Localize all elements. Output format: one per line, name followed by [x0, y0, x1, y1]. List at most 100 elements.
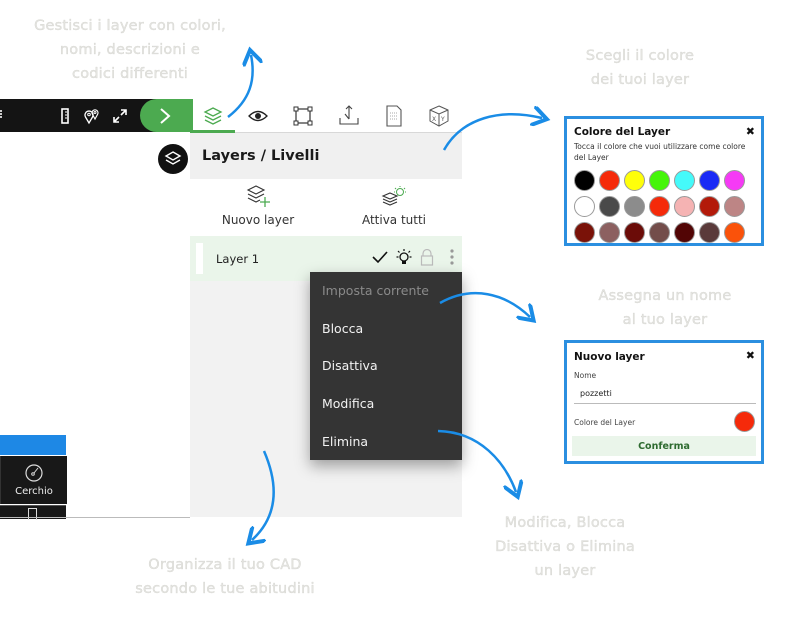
caption-line: Organizza il tuo CAD [148, 557, 302, 573]
color-swatch[interactable] [649, 170, 670, 191]
svg-text:Y: Y [440, 116, 445, 123]
color-dialog-title: Colore del Layer [574, 126, 671, 138]
caption-edit-layer: Modifica, Blocca Disattiva o Elimina un … [480, 511, 650, 583]
color-swatch[interactable] [624, 222, 645, 243]
add-layer-icon [246, 185, 270, 207]
layer-color-dialog: Colore del Layer ✖ Tocca il colore che v… [564, 116, 764, 246]
color-swatch[interactable] [599, 222, 620, 243]
color-swatch[interactable] [699, 196, 720, 217]
door-icon [28, 508, 37, 520]
tab-document[interactable] [371, 99, 416, 132]
color-swatch[interactable] [674, 196, 695, 217]
caption-line: Disattiva o Elimina [495, 539, 635, 555]
layer-color-indicator[interactable] [196, 243, 203, 274]
chevron-right-icon [160, 107, 171, 124]
layer-name: Layer 1 [216, 251, 260, 266]
layer-context-menu: Imposta corrente Blocca Disattiva Modifi… [310, 272, 462, 460]
color-swatch[interactable] [574, 222, 595, 243]
close-icon[interactable]: ✖ [745, 125, 755, 138]
selected-tool-strip[interactable] [0, 435, 66, 455]
color-swatch[interactable] [649, 222, 670, 243]
color-swatch[interactable] [699, 222, 720, 243]
confirm-button[interactable]: Conferma [572, 436, 756, 456]
tool-circle-button[interactable]: Cerchio [0, 456, 67, 504]
layers-fab-button[interactable] [158, 144, 188, 174]
tool-circle-label: Cerchio [15, 486, 53, 497]
panel-toggle-button[interactable] [140, 99, 190, 132]
new-layer-dialog: Nuovo layer ✖ Nome Colore del Layer Conf… [564, 340, 764, 464]
caption-line: Scegli il colore [585, 48, 695, 64]
more-vertical-icon[interactable] [448, 248, 456, 266]
svg-text:X: X [432, 116, 436, 123]
tab-selection[interactable] [281, 99, 326, 132]
circle-tool-icon [25, 464, 43, 482]
color-swatch[interactable] [599, 196, 620, 217]
color-swatch[interactable] [724, 222, 745, 243]
color-swatch-grid [574, 170, 755, 243]
check-icon[interactable] [372, 250, 388, 264]
layers-icon [203, 106, 223, 125]
tab-export[interactable] [326, 99, 371, 132]
caption-line: codici differenti [72, 66, 188, 82]
panel-actions: Nuovo layer Attiva tutti [190, 179, 462, 236]
color-swatch[interactable] [699, 170, 720, 191]
name-field-label: Nome [574, 371, 597, 380]
caption-line: Modifica, Blocca [504, 515, 626, 531]
lightbulb-icon[interactable] [396, 248, 412, 266]
color-dialog-description: Tocca il colore che vuoi utilizzare come… [574, 142, 746, 162]
color-swatch[interactable] [574, 196, 595, 217]
caption-line: nomi, descrizioni e [59, 42, 201, 58]
activate-all-button[interactable]: Attiva tutti [326, 179, 462, 236]
activate-all-icon [381, 186, 406, 206]
layer-color-label: Colore del Layer [574, 418, 636, 427]
menu-item-delete[interactable]: Elimina [322, 433, 369, 449]
layer-color-picker[interactable] [734, 411, 755, 432]
tab-layers[interactable] [190, 99, 236, 133]
caption-line: Assegna un nome [598, 288, 732, 304]
caption-choose-color: Scegli il colore dei tuoi layer [560, 44, 720, 92]
ruler-icon[interactable] [56, 107, 74, 125]
activate-all-label: Attiva tutti [361, 213, 427, 227]
menu-item-lock[interactable]: Blocca [322, 320, 364, 336]
main-toolbar [0, 99, 160, 132]
layers-icon [164, 151, 182, 165]
toolbar-edge-glyph [0, 110, 5, 118]
menu-item-set-current[interactable]: Imposta corrente [322, 283, 430, 299]
color-swatch[interactable] [599, 170, 620, 191]
map-pins-icon[interactable] [83, 107, 101, 125]
caption-line: dei tuoi layer [590, 72, 690, 88]
tab-visibility[interactable] [235, 99, 280, 132]
eye-icon [248, 110, 268, 121]
new-layer-button[interactable]: Nuovo layer [190, 179, 326, 236]
panel-header: Layers / Livelli [190, 133, 462, 179]
document-icon [386, 104, 402, 127]
layer-row-icons [372, 248, 456, 266]
caption-line: un layer [534, 563, 596, 579]
color-swatch[interactable] [649, 196, 670, 217]
color-swatch[interactable] [724, 196, 745, 217]
export-icon [339, 104, 359, 125]
color-swatch[interactable] [674, 170, 695, 191]
tool-next-button[interactable] [0, 505, 66, 520]
color-swatch[interactable] [724, 170, 745, 191]
expand-icon[interactable] [111, 107, 129, 125]
color-swatch[interactable] [624, 196, 645, 217]
caption-organize-cad: Organizza il tuo CAD secondo le tue abit… [110, 553, 340, 601]
menu-item-edit[interactable]: Modifica [322, 396, 375, 412]
caption-line: Gestisci i layer con colori, [34, 18, 226, 34]
divider [0, 517, 190, 518]
close-icon[interactable]: ✖ [745, 349, 755, 362]
new-layer-dialog-title: Nuovo layer [574, 351, 645, 363]
color-swatch[interactable] [674, 222, 695, 243]
caption-line: secondo le tue abitudini [135, 581, 315, 597]
new-layer-label: Nuovo layer [221, 213, 295, 227]
lock-icon[interactable] [420, 248, 434, 266]
layer-name-input[interactable] [574, 386, 756, 404]
color-swatch[interactable] [624, 170, 645, 191]
caption-line: al tuo layer [622, 312, 708, 328]
color-swatch[interactable] [574, 170, 595, 191]
menu-item-deactivate[interactable]: Disattiva [322, 358, 378, 374]
